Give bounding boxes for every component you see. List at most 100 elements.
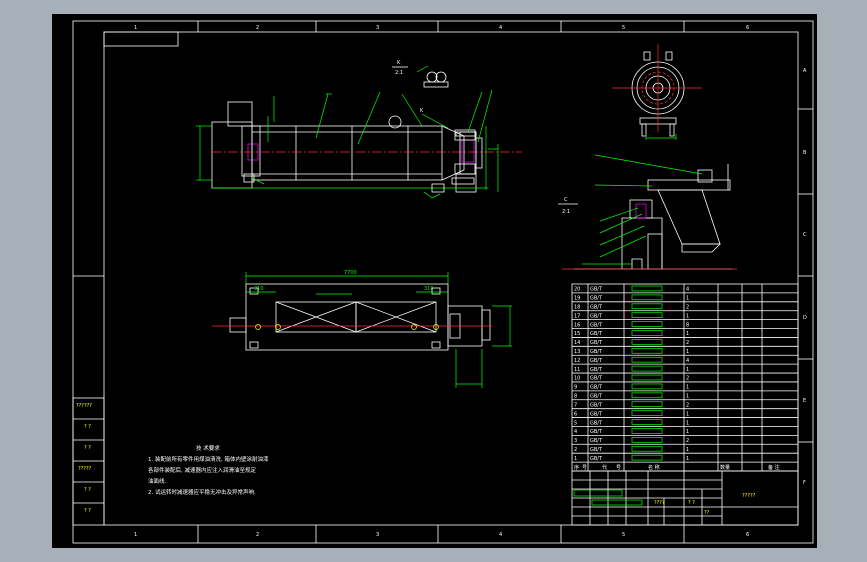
- bom-name-cell: [631, 339, 663, 345]
- bom-cell: 1: [686, 447, 689, 453]
- bom-cell: 1: [686, 367, 689, 373]
- bom-cell: GB/T: [590, 313, 603, 319]
- section-c-detail: C 2:1: [558, 154, 737, 270]
- bom-cell: 1: [686, 313, 689, 319]
- section-k-label: K 2:1: [392, 60, 449, 88]
- notes-line: 油面线.: [148, 477, 167, 485]
- left-strip-cell: ?????: [78, 466, 92, 472]
- bom-cell: 12: [574, 358, 580, 364]
- bom-cell: GB/T: [590, 349, 603, 355]
- bom-cell: 10: [574, 376, 580, 382]
- title-cell: ????: [654, 500, 665, 506]
- bom-cell: 2: [686, 438, 689, 444]
- zone-marks-right: A B C D E F: [798, 68, 813, 486]
- zone-label: 5: [622, 25, 625, 31]
- bom-cell: GB/T: [590, 456, 603, 462]
- bom-cell: 1: [686, 456, 689, 462]
- bom-cell: 4: [574, 429, 577, 435]
- bom-cell: 15: [574, 331, 580, 337]
- zone-label: 1: [134, 25, 137, 31]
- zone-marks-bottom: 1 2 3 4 5 6: [134, 525, 749, 543]
- front-view-shaft-assembly: K: [196, 89, 522, 199]
- bom-cell: GB/T: [590, 447, 603, 453]
- bom-header-cell: 代: [602, 464, 607, 471]
- title-cell: ??: [704, 510, 710, 516]
- bom-header-cell: 号: [616, 465, 621, 471]
- dim-left: 310: [254, 286, 264, 292]
- bom-cell: 4: [686, 358, 689, 364]
- bom-name-cell: [631, 392, 663, 399]
- bom-name-cell: [631, 321, 663, 327]
- bom-name-cell: [631, 428, 663, 434]
- sheet-inner-frame: [103, 31, 799, 526]
- dim-right: 310: [424, 286, 434, 292]
- notes-line: 2. 试运转时减速器应平稳无冲击及异常声响.: [148, 488, 256, 496]
- bom-name-cell: [631, 312, 663, 318]
- bom-cell: GB/T: [590, 438, 603, 444]
- zone-marks-top: 1 2 3 4 5 6: [134, 21, 749, 32]
- bom-cell: 1: [686, 349, 689, 355]
- bom-cell: 13: [574, 349, 580, 355]
- bom-header-cell: 名 称: [648, 464, 660, 471]
- bom-name-cell: [631, 454, 663, 461]
- bom-cell: GB/T: [590, 358, 603, 364]
- bom-cell: 1: [574, 456, 577, 462]
- bom-cell: GB/T: [590, 296, 603, 302]
- cad-drawing: ?????? ? ? ? ? ????? ? ? ? ? 1 2 3 4 5 6…: [72, 20, 814, 544]
- svg-text:C: C: [564, 197, 568, 203]
- bom-name-cell: [631, 437, 663, 443]
- bom-header-row: 序号代号名 称数量备 注: [574, 464, 780, 471]
- bom-row: 1 GB/T 1: [574, 454, 689, 462]
- zone-label: 1: [134, 532, 137, 538]
- bom-cell: GB/T: [590, 385, 603, 391]
- svg-text:2:1: 2:1: [562, 209, 570, 215]
- bom-header-cell: 号: [582, 465, 587, 471]
- left-strip-cell: ? ?: [84, 445, 91, 451]
- zone-label: E: [803, 398, 806, 404]
- svg-text:2:1: 2:1: [395, 70, 403, 76]
- bom-name-cell: [631, 383, 663, 390]
- bom-cell: 2: [686, 402, 689, 408]
- side-view-end: [612, 44, 702, 140]
- bom-cell: 18: [574, 304, 580, 310]
- left-strip-cell: ? ?: [84, 487, 91, 493]
- bom-header-cell: 序: [574, 464, 579, 471]
- bom-row: 12 GB/T 4: [574, 356, 689, 364]
- bom-cell: GB/T: [590, 420, 603, 426]
- bom-cell: 5: [574, 420, 577, 426]
- zone-label: 2: [256, 532, 259, 538]
- bom-cell: GB/T: [590, 287, 603, 293]
- bom-cell: 1: [686, 331, 689, 337]
- bom-cell: 1: [686, 411, 689, 417]
- zone-label: A: [803, 68, 807, 74]
- bom-cell: 1: [686, 385, 689, 391]
- zone-label: 2: [256, 25, 259, 31]
- left-strip-cell: ? ?: [84, 424, 91, 430]
- bom-name-cell: [631, 410, 663, 416]
- bom-name-cell: [631, 356, 663, 363]
- bom-cell: 1: [686, 394, 689, 400]
- bom-cell: 2: [686, 376, 689, 382]
- bom-cell: 14: [574, 340, 580, 346]
- zone-label: 4: [499, 25, 502, 31]
- bom-cell: GB/T: [590, 429, 603, 435]
- technical-requirements: 技 术要求 1. 装配前所有零件用煤油清洗, 箱体内壁涂耐油漆 各部件装配后, …: [148, 444, 269, 496]
- dim-overall: 7700: [344, 270, 357, 276]
- notes-line: 1. 装配前所有零件用煤油清洗, 箱体内壁涂耐油漆: [148, 455, 269, 463]
- zone-label: F: [803, 480, 806, 486]
- bom-cell: 2: [686, 340, 689, 346]
- bom-cell: 1: [686, 296, 689, 302]
- drawing-viewport[interactable]: ?????? ? ? ? ? ????? ? ? ? ? 1 2 3 4 5 6…: [52, 14, 817, 548]
- bom-cell: 20: [574, 287, 580, 293]
- bom-cell: 7: [574, 402, 577, 408]
